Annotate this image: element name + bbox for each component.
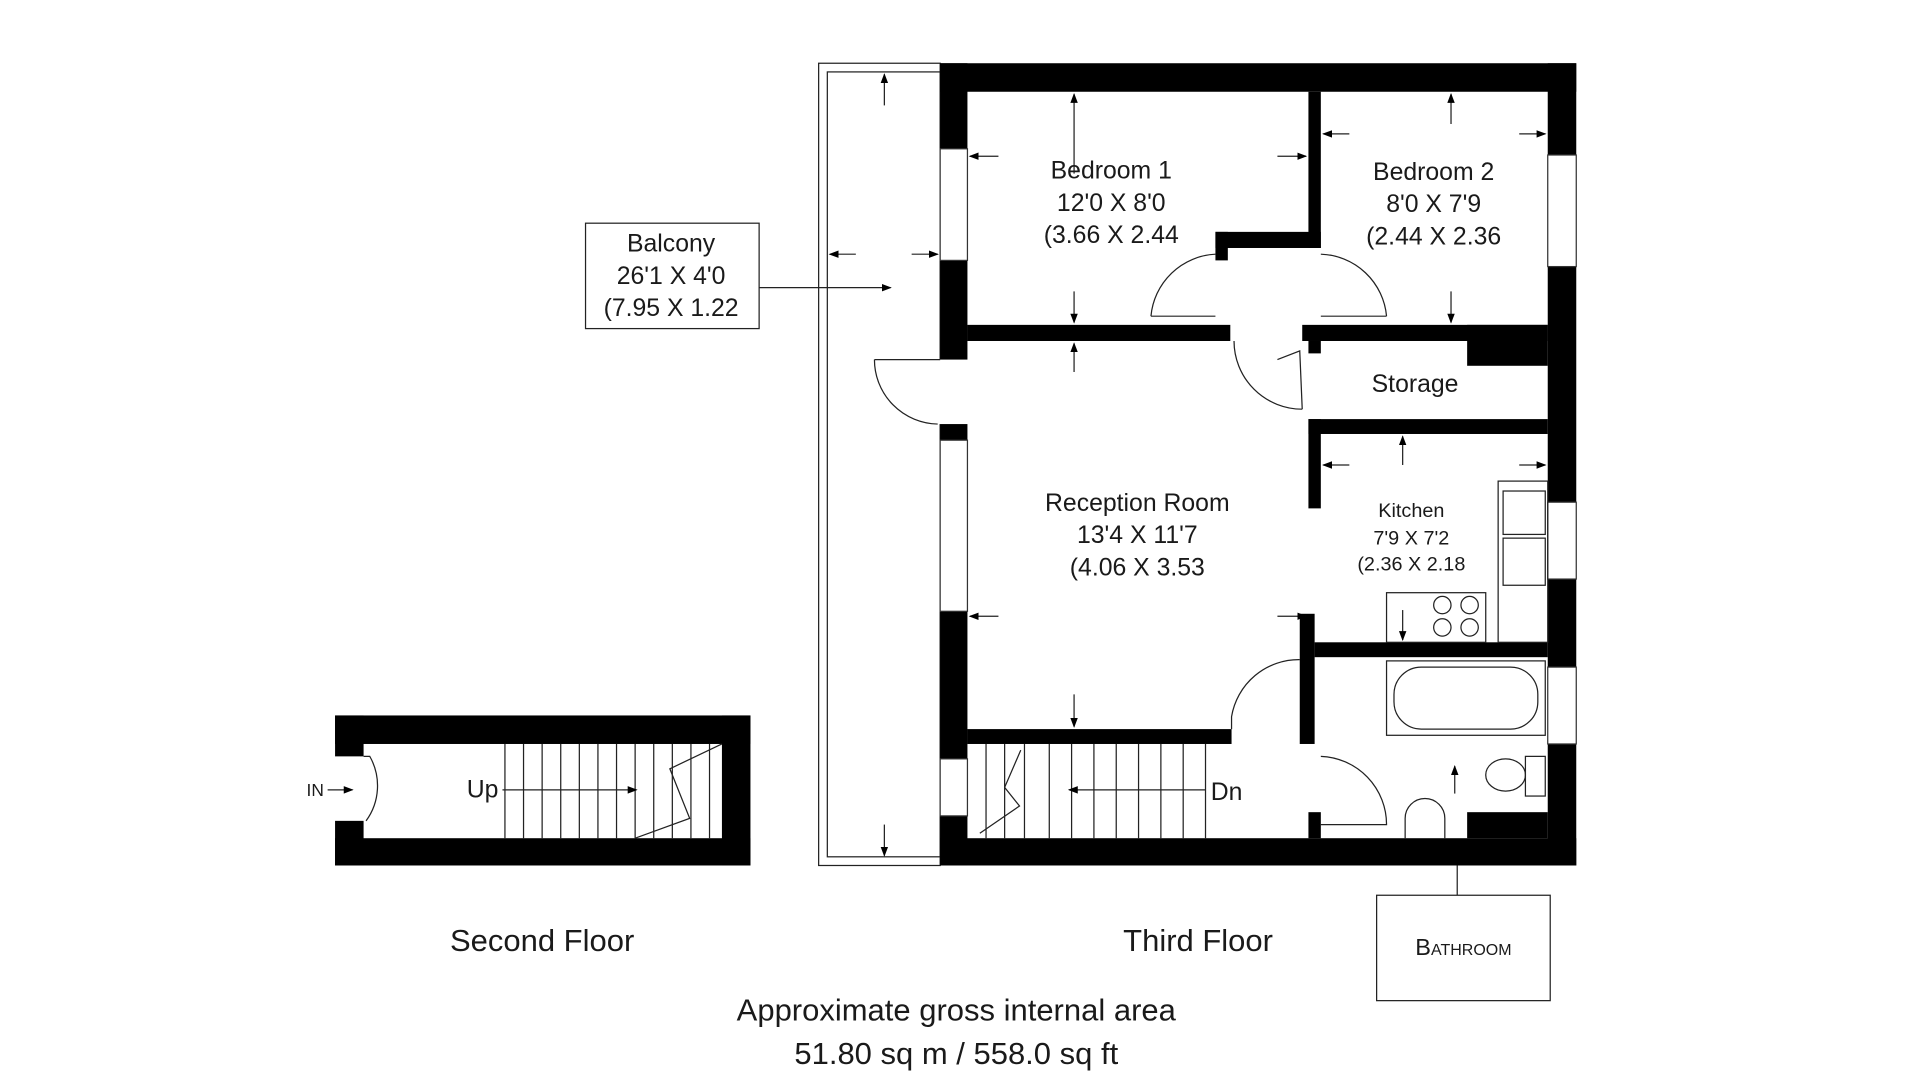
- reception-imperial: 13'4 X 11'7: [1077, 522, 1198, 549]
- kitchen-metric: (2.36 X 2.18: [1357, 553, 1465, 575]
- reception-name: Reception Room: [1045, 490, 1230, 517]
- room-label-balcony: Balcony 26'1 X 4'0 (7.95 X 1.22: [584, 222, 760, 330]
- storage-name: Storage: [1372, 371, 1459, 398]
- bedroom-1-metric: (3.66 X 2.44: [1044, 222, 1179, 249]
- bedroom-2-metric: (2.44 X 2.36: [1366, 223, 1501, 250]
- area-value: 51.80 sq m / 558.0 sq ft: [794, 1036, 1118, 1071]
- bedroom-2-name: Bedroom 2: [1373, 159, 1494, 186]
- reception-metric: (4.06 X 3.53: [1070, 554, 1205, 581]
- room-label-bedroom-1: Bedroom 1 12'0 X 8'0 (3.66 X 2.44: [1044, 158, 1179, 249]
- stairs-up-label: Up: [467, 776, 499, 803]
- room-label-bathroom: Bathroom: [1376, 894, 1551, 1002]
- balcony-name: Balcony: [627, 231, 716, 258]
- entry-label: IN: [307, 780, 324, 800]
- balcony-imperial: 26'1 X 4'0: [617, 263, 726, 290]
- bathroom-fixtures: [1385, 660, 1546, 839]
- balcony-metric: (7.95 X 1.22: [604, 295, 739, 322]
- kitchen-fixtures: [1385, 480, 1549, 643]
- area-title: Approximate gross internal area: [737, 992, 1177, 1027]
- kitchen-imperial: 7'9 X 7'2: [1373, 527, 1449, 549]
- room-label-kitchen: Kitchen 7'9 X 7'2 (2.36 X 2.18: [1357, 500, 1465, 575]
- second-floor-stairwell: [327, 715, 751, 866]
- doors: [873, 253, 1388, 826]
- stairs-third-floor: [979, 743, 1207, 839]
- room-label-reception: Reception Room 13'4 X 11'7 (4.06 X 3.53: [1045, 490, 1230, 581]
- dimension-arrows: [759, 73, 1547, 896]
- third-floor-walls: [937, 63, 1577, 866]
- balcony: [818, 62, 941, 867]
- kitchen-name: Kitchen: [1378, 500, 1444, 522]
- third-floor-title: Third Floor: [1123, 923, 1273, 958]
- bedroom-1-name: Bedroom 1: [1051, 158, 1172, 185]
- bathroom-name: Bathroom: [1415, 934, 1511, 960]
- bedroom-2-imperial: 8'0 X 7'9: [1386, 191, 1481, 218]
- room-label-bedroom-2: Bedroom 2 8'0 X 7'9 (2.44 X 2.36: [1366, 159, 1501, 250]
- bedroom-1-imperial: 12'0 X 8'0: [1057, 190, 1166, 217]
- second-floor-title: Second Floor: [450, 923, 634, 958]
- stairs-down-label: Dn: [1211, 779, 1243, 806]
